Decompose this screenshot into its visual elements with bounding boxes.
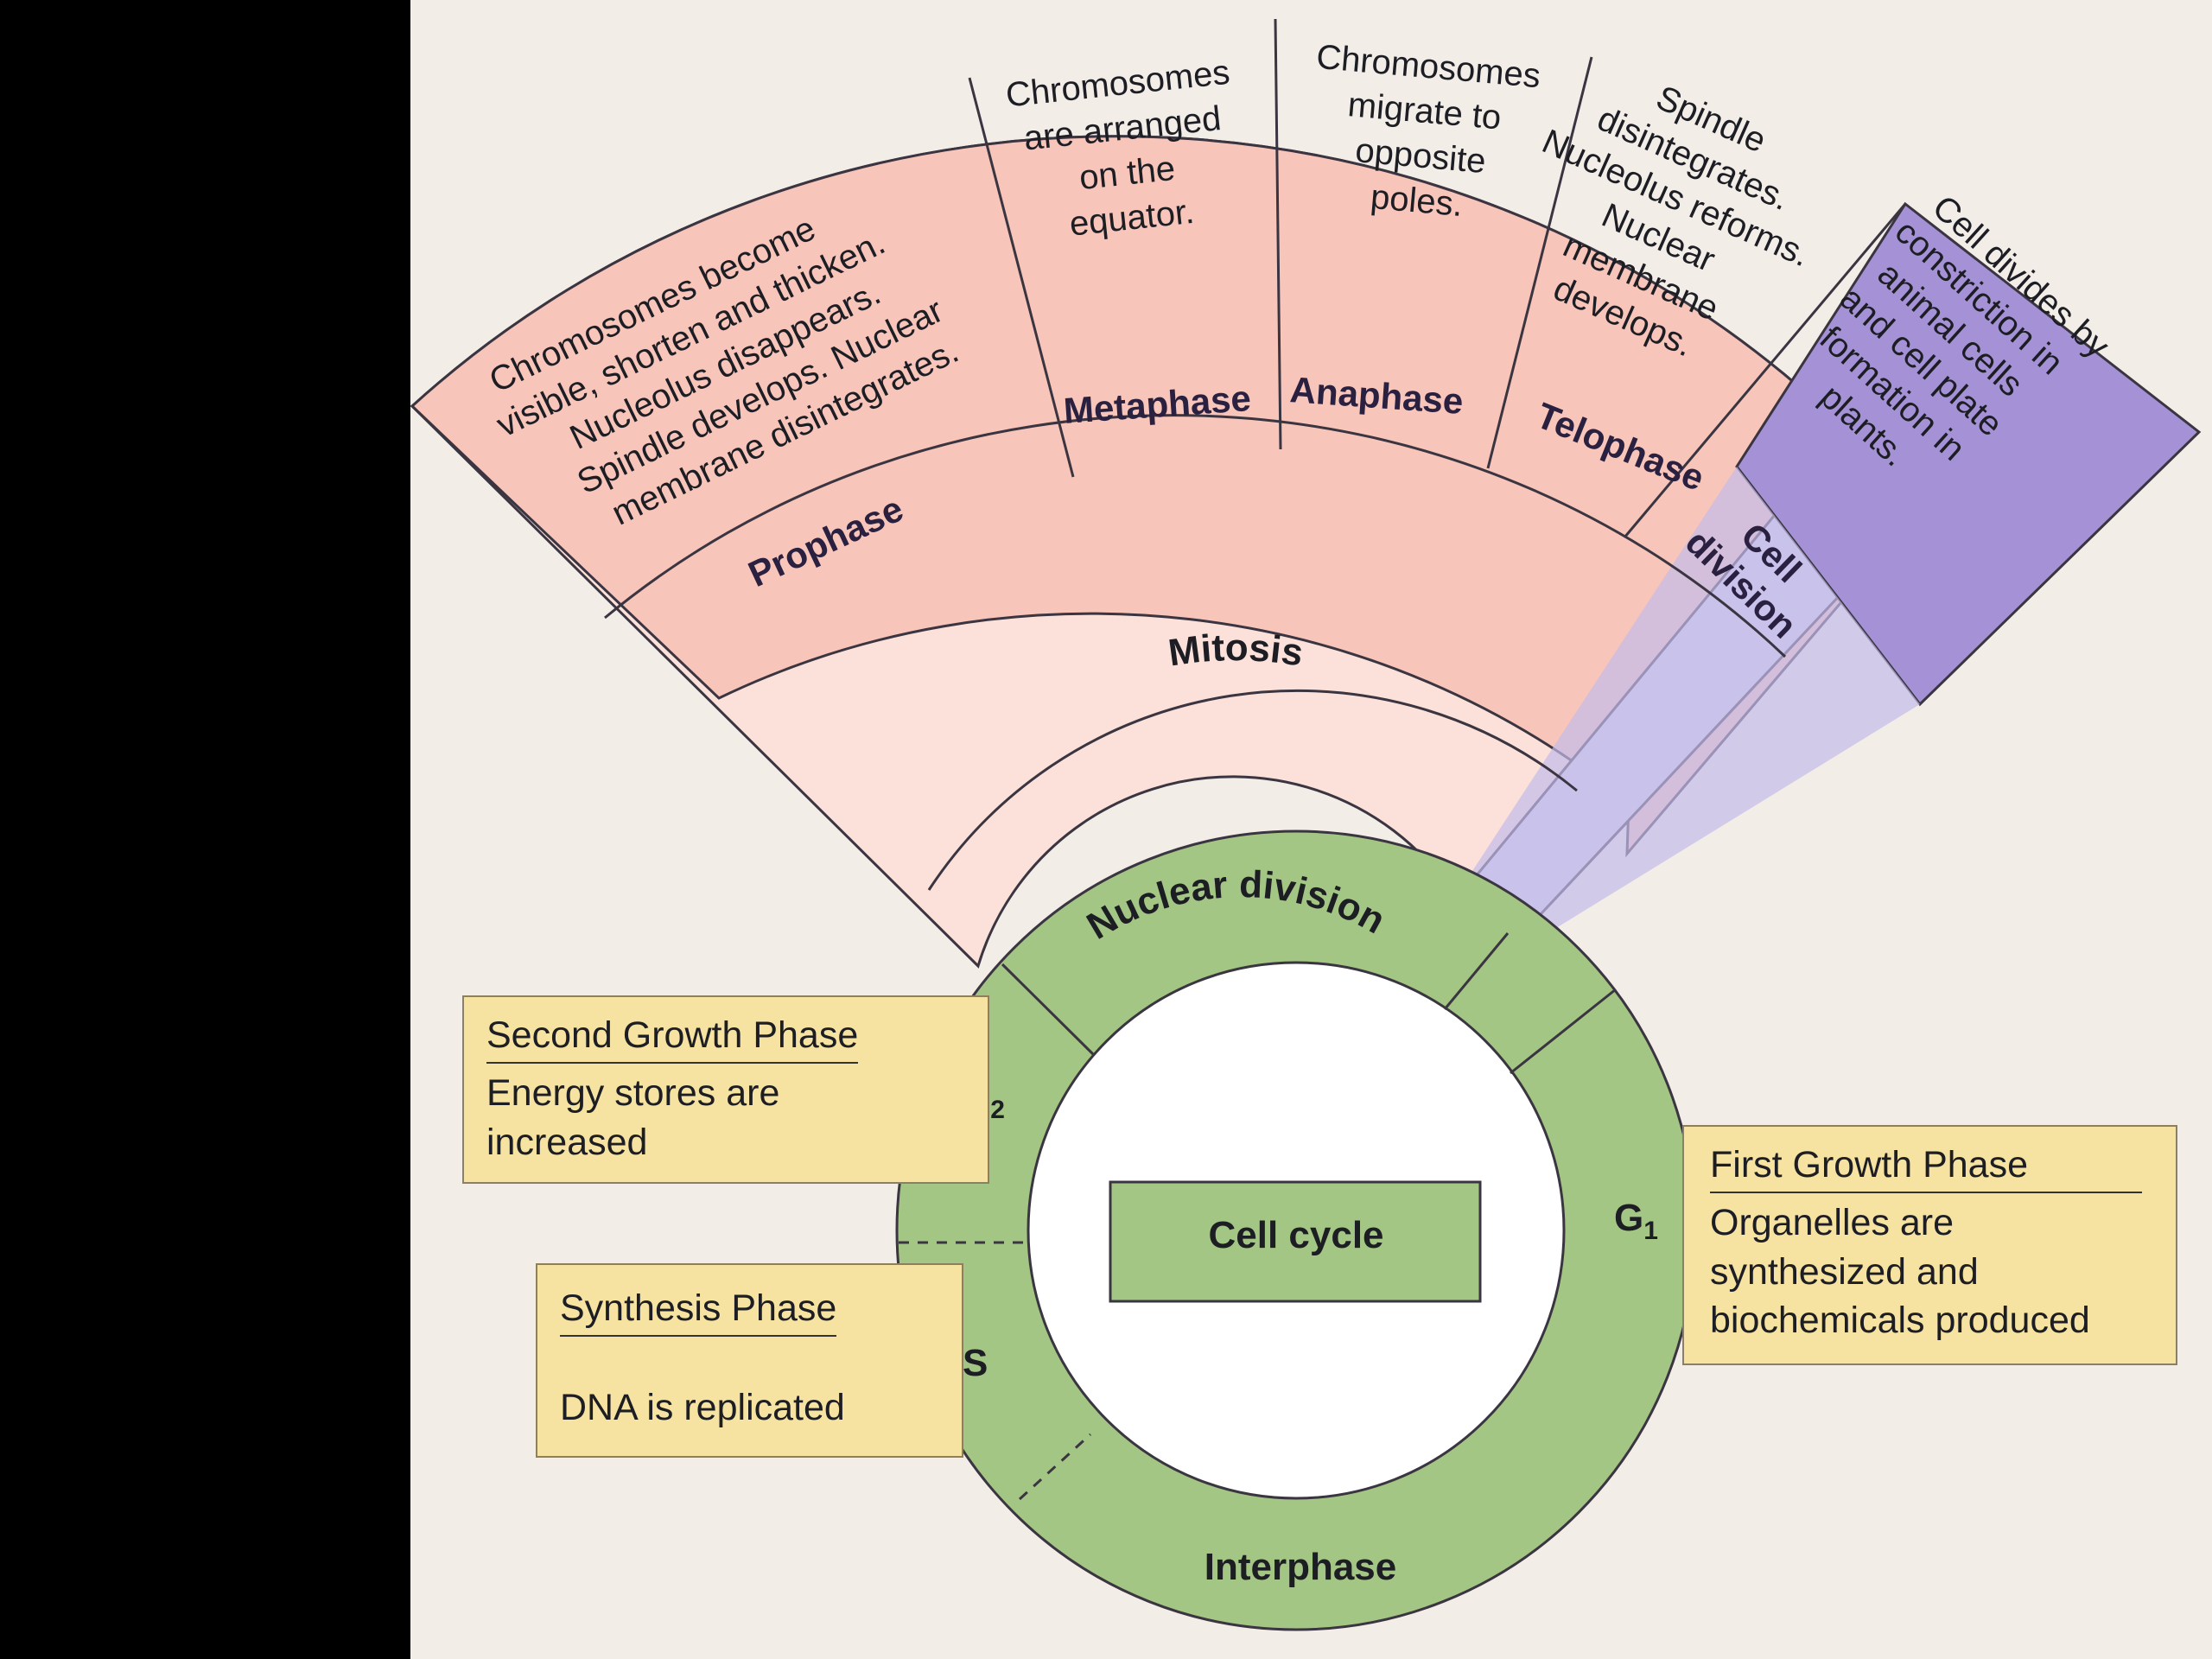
ring-divider-cd-g1 bbox=[1510, 988, 1617, 1075]
svg-text:poles.: poles. bbox=[1369, 178, 1464, 224]
first-growth-phase-line-1: Organelles are bbox=[1710, 1201, 1955, 1243]
second-growth-phase-line-1: Energy stores are bbox=[486, 1071, 780, 1114]
divider-prophase-metaphase bbox=[968, 77, 1075, 478]
first-growth-phase-line-2: synthesized and bbox=[1710, 1250, 1979, 1293]
cell-cycle-box bbox=[1109, 1180, 1482, 1303]
divider-anaphase-telophase bbox=[1486, 56, 1593, 469]
svg-text:migrate to: migrate to bbox=[1346, 86, 1503, 137]
second-growth-phase-title: Second Growth Phase bbox=[486, 1011, 859, 1064]
mitosis-label: Mitosis bbox=[1166, 626, 1306, 675]
second-growth-phase-box: Second Growth Phase Energy stores are in… bbox=[462, 995, 989, 1184]
cell-division-mid bbox=[1443, 467, 1920, 969]
ring-divider-nuclear-cd bbox=[1443, 932, 1510, 1010]
phase-name-arc bbox=[604, 414, 1787, 658]
synthesis-phase-box: Synthesis Phase DNA is replicated bbox=[536, 1263, 963, 1458]
first-growth-phase-title: First Growth Phase bbox=[1710, 1141, 2142, 1193]
synthesis-phase-line-1: DNA is replicated bbox=[560, 1386, 845, 1428]
second-growth-phase-line-2: increased bbox=[486, 1121, 648, 1163]
ring-divider-s-g1 bbox=[1018, 1433, 1092, 1501]
first-growth-phase-box: First Growth Phase Organelles are synthe… bbox=[1682, 1125, 2177, 1365]
first-growth-phase-line-3: biochemicals produced bbox=[1710, 1300, 2090, 1342]
divider-telophase-celldiv bbox=[1623, 203, 1907, 538]
synthesis-phase-title: Synthesis Phase bbox=[560, 1284, 837, 1337]
mitosis-arc bbox=[927, 689, 1578, 891]
interphase-label: Interphase bbox=[1205, 1546, 1397, 1588]
cell-cycle-label: Cell cycle bbox=[1208, 1214, 1383, 1256]
ring-divider-g2-nuclear bbox=[1001, 963, 1095, 1056]
s-label: S bbox=[963, 1342, 988, 1384]
divider-metaphase-anaphase bbox=[1274, 18, 1282, 450]
g1-label: G1 bbox=[1614, 1197, 1658, 1245]
phase-band bbox=[410, 135, 1922, 858]
